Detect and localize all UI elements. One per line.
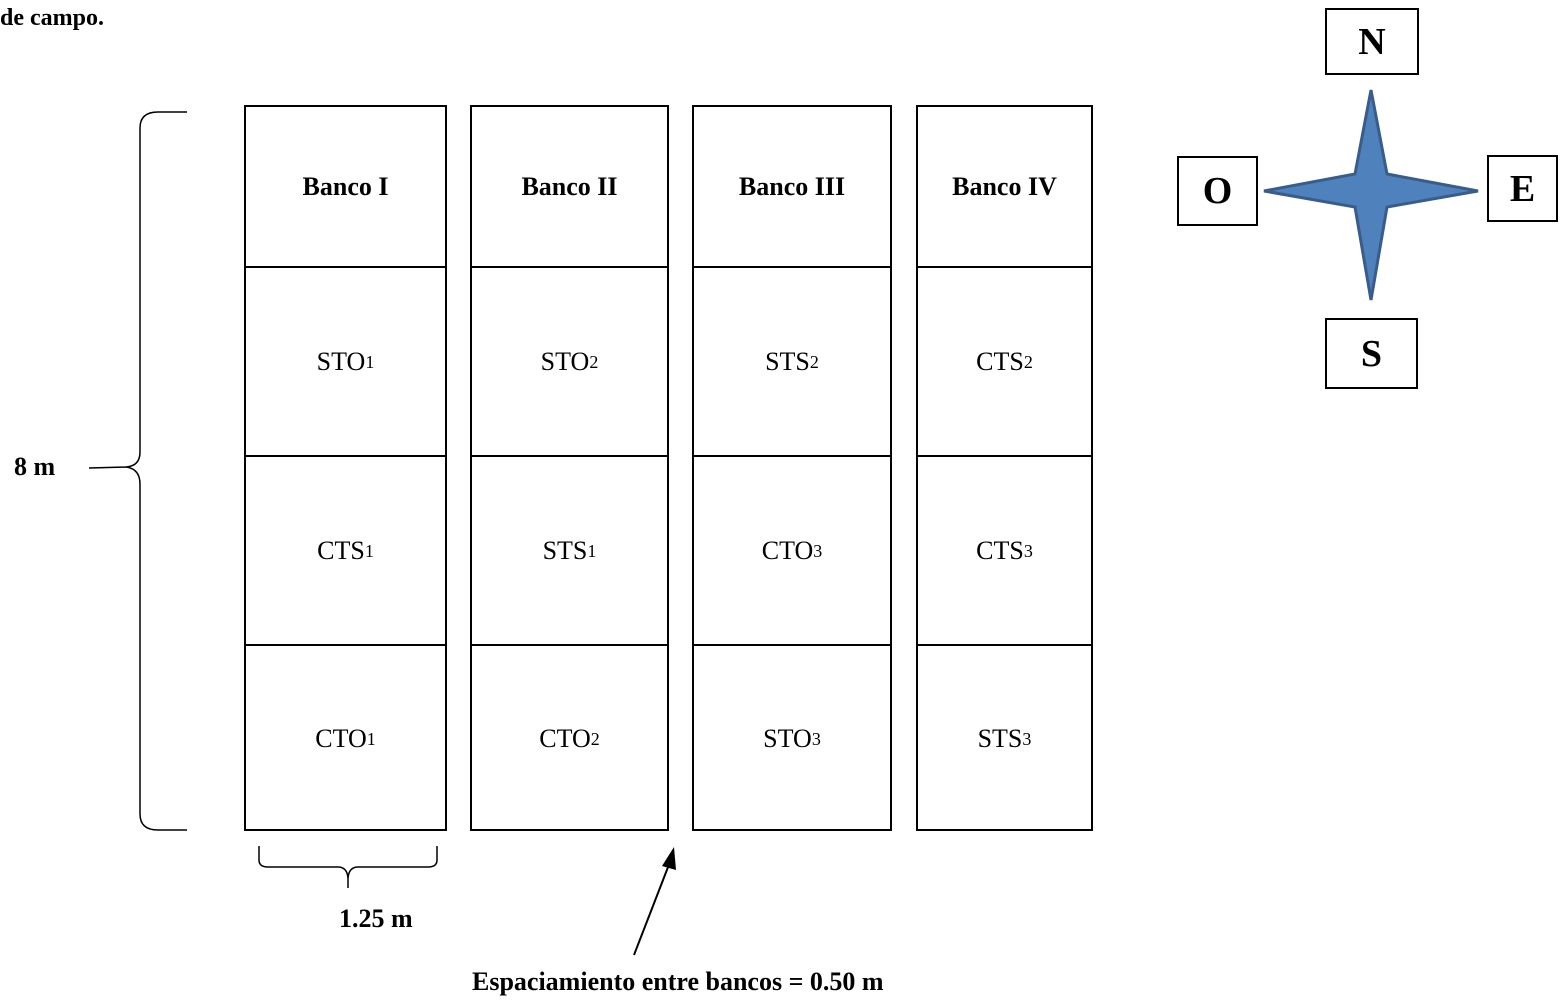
length-label: 8 m bbox=[14, 452, 56, 481]
width-label: 1.25 m bbox=[339, 904, 413, 933]
compass-east: E bbox=[1487, 155, 1558, 222]
horizontal-brace bbox=[258, 846, 438, 888]
spacing-arrow-line bbox=[633, 861, 671, 956]
compass-south: S bbox=[1325, 318, 1418, 389]
compass-north: N bbox=[1325, 8, 1419, 75]
spacing-label: Espaciamiento entre bancos = 0.50 m bbox=[472, 967, 884, 996]
bank-2-header: Banco II bbox=[521, 171, 618, 201]
bank-3-header: Banco III bbox=[738, 171, 846, 201]
compass-star-icon bbox=[1263, 89, 1479, 301]
vertical-brace bbox=[88, 111, 187, 831]
figure-caption: de campo. bbox=[0, 5, 104, 31]
bank-1-header: Banco I bbox=[302, 171, 389, 201]
spacing-arrow-head bbox=[662, 847, 676, 870]
compass-west: O bbox=[1177, 156, 1258, 226]
bank-4-header: Banco IV bbox=[952, 171, 1057, 201]
